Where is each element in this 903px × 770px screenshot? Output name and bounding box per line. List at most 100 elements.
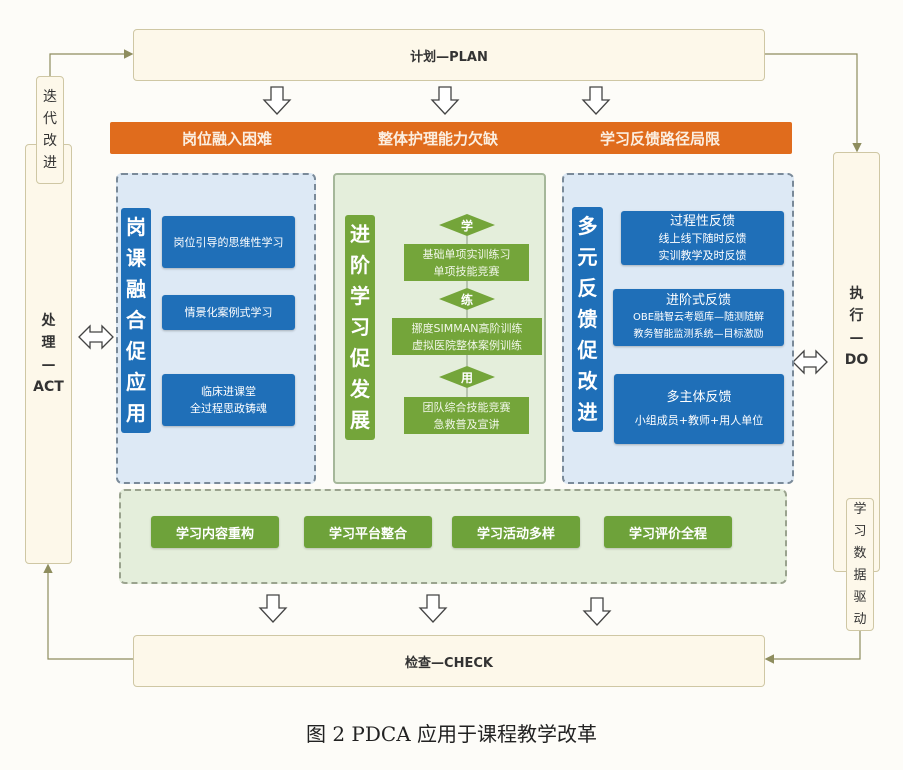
right-item-process-feedback: 过程性反馈 线上线下随时反馈 实训教学及时反馈 [621, 211, 784, 265]
stage-box-learn: 基础单项实训练习 单项技能竞赛 [404, 244, 529, 281]
figure-caption: 图 2 PDCA 应用于课程教学改革 [305, 722, 598, 746]
action-label: 学习内容重构 [175, 526, 254, 542]
title-char: 进 [577, 400, 598, 424]
item-text: 线上线下随时反馈 [658, 231, 747, 245]
title-char: 发 [350, 377, 370, 401]
do-label: DO [844, 352, 869, 368]
down-arrow-icon [418, 594, 448, 623]
title-char: 课 [126, 246, 146, 270]
title-char: 阶 [350, 253, 370, 277]
data-driven-box: 学 习 数 据 驱 动 [846, 498, 874, 631]
data-driven-char: 习 [853, 523, 867, 539]
stage-tag-practice: 练 [439, 288, 495, 310]
middle-panel-title: 进 阶 学 习 促 发 展 [345, 215, 375, 440]
act-char: 理 [41, 335, 56, 351]
do-char: — [849, 330, 864, 346]
iterate-char: 代 [43, 111, 57, 127]
double-arrow-icon [792, 349, 828, 375]
data-driven-char: 驱 [853, 589, 867, 605]
item-title: 进阶式反馈 [665, 293, 731, 308]
stage-tag-text: 用 [460, 371, 473, 385]
plan-box: 计划—PLAN [133, 29, 765, 81]
stage-tag-learn: 学 [439, 214, 495, 236]
stage-text: 急救普及宣讲 [433, 417, 500, 431]
check-box: 检查—CHECK [133, 635, 765, 687]
item-title: 过程性反馈 [669, 213, 735, 229]
title-char: 促 [577, 338, 598, 362]
stage-tag-text: 学 [460, 219, 473, 233]
do-char: 行 [849, 308, 864, 324]
title-char: 多 [577, 214, 598, 238]
item-text: 小组成员+教师+用人单位 [634, 414, 764, 427]
title-char: 反 [577, 276, 598, 300]
right-item-progressive-feedback: 进阶式反馈 OBE融智云考题库—随测随解 教务智能监测系统—目标激励 [613, 289, 784, 346]
title-char: 进 [350, 222, 370, 246]
down-arrow-icon [430, 86, 460, 115]
data-driven-char: 据 [853, 567, 867, 583]
down-arrow-icon [581, 86, 611, 115]
data-driven-char: 数 [853, 545, 867, 561]
title-char: 应 [126, 370, 146, 394]
item-title: 多主体反馈 [666, 390, 732, 405]
check-label: 检查—CHECK [405, 655, 493, 671]
iterate-char: 迭 [43, 89, 57, 105]
left-item-3: 临床进课堂 全过程思政铸魂 [162, 374, 295, 426]
left-item-1: 岗位引导的思维性学习 [162, 216, 295, 268]
title-char: 合 [126, 308, 146, 332]
double-arrow-icon [78, 324, 114, 350]
item-text: 教务智能监测系统—目标激励 [633, 329, 764, 340]
title-char: 促 [126, 339, 146, 363]
stage-text: 虚拟医院整体案例训练 [412, 338, 522, 352]
title-char: 促 [350, 346, 370, 370]
act-char: 处 [41, 313, 56, 329]
stage-tag-text: 练 [460, 293, 473, 307]
action-label: 学习平台整合 [328, 526, 407, 542]
stage-text: 基础单项实训练习 [422, 247, 511, 261]
right-item-multi-subject-feedback: 多主体反馈 小组成员+教师+用人单位 [614, 374, 784, 444]
action-full-evaluation: 学习评价全程 [604, 516, 732, 548]
connector-act-to-plan [49, 49, 134, 76]
problem-1: 岗位融入困难 [182, 129, 273, 148]
stage-text: 团队综合技能竞赛 [422, 400, 511, 414]
iterate-char: 进 [43, 155, 57, 171]
title-char: 改 [577, 369, 598, 393]
item-text: 岗位引导的思维性学习 [173, 235, 284, 249]
stage-tag-apply: 用 [439, 366, 495, 388]
connector-do-to-check [764, 631, 861, 664]
plan-label: 计划—PLAN [410, 49, 488, 65]
title-char: 用 [126, 401, 146, 425]
down-arrow-icon [582, 597, 612, 626]
iterate-char: 改 [43, 133, 57, 149]
left-panel-title: 岗 课 融 合 促 应 用 [121, 208, 151, 433]
action-diverse-activities: 学习活动多样 [452, 516, 580, 548]
iterate-improve-box: 迭 代 改 进 [36, 76, 64, 184]
title-char: 融 [126, 277, 146, 301]
action-platform-integration: 学习平台整合 [304, 516, 432, 548]
down-arrow-icon [262, 86, 292, 115]
item-text: 临床进课堂 [201, 385, 256, 398]
action-content-restructure: 学习内容重构 [151, 516, 279, 548]
diamond-icon [439, 288, 495, 310]
item-text: OBE融智云考题库—随测随解 [632, 312, 765, 323]
title-char: 岗 [126, 215, 146, 239]
stage-text: 挪度SIMMAN高阶训练 [411, 321, 523, 335]
stage-box-practice: 挪度SIMMAN高阶训练 虚拟医院整体案例训练 [392, 318, 542, 355]
title-char: 习 [350, 315, 370, 339]
right-panel-title: 多 元 反 馈 促 改 进 [572, 207, 603, 432]
data-driven-char: 动 [853, 611, 867, 627]
problem-bar: 岗位融入困难 整体护理能力欠缺 学习反馈路径局限 [110, 122, 792, 154]
stage-box-apply: 团队综合技能竞赛 急救普及宣讲 [404, 397, 529, 434]
item-text: 情景化案例式学习 [184, 306, 273, 319]
item-text: 实训教学及时反馈 [658, 248, 747, 262]
stage-text: 单项技能竞赛 [433, 264, 500, 278]
action-label: 学习活动多样 [476, 526, 555, 542]
problem-3: 学习反馈路径局限 [600, 129, 721, 148]
down-arrow-icon [258, 594, 288, 623]
problem-2: 整体护理能力欠缺 [378, 129, 499, 148]
act-box: 处 理 — ACT [25, 144, 72, 564]
do-char: 执 [849, 286, 864, 302]
title-char: 馈 [577, 307, 598, 331]
data-driven-char: 学 [853, 501, 867, 517]
title-char: 展 [350, 408, 370, 432]
left-item-2: 情景化案例式学习 [162, 295, 295, 330]
